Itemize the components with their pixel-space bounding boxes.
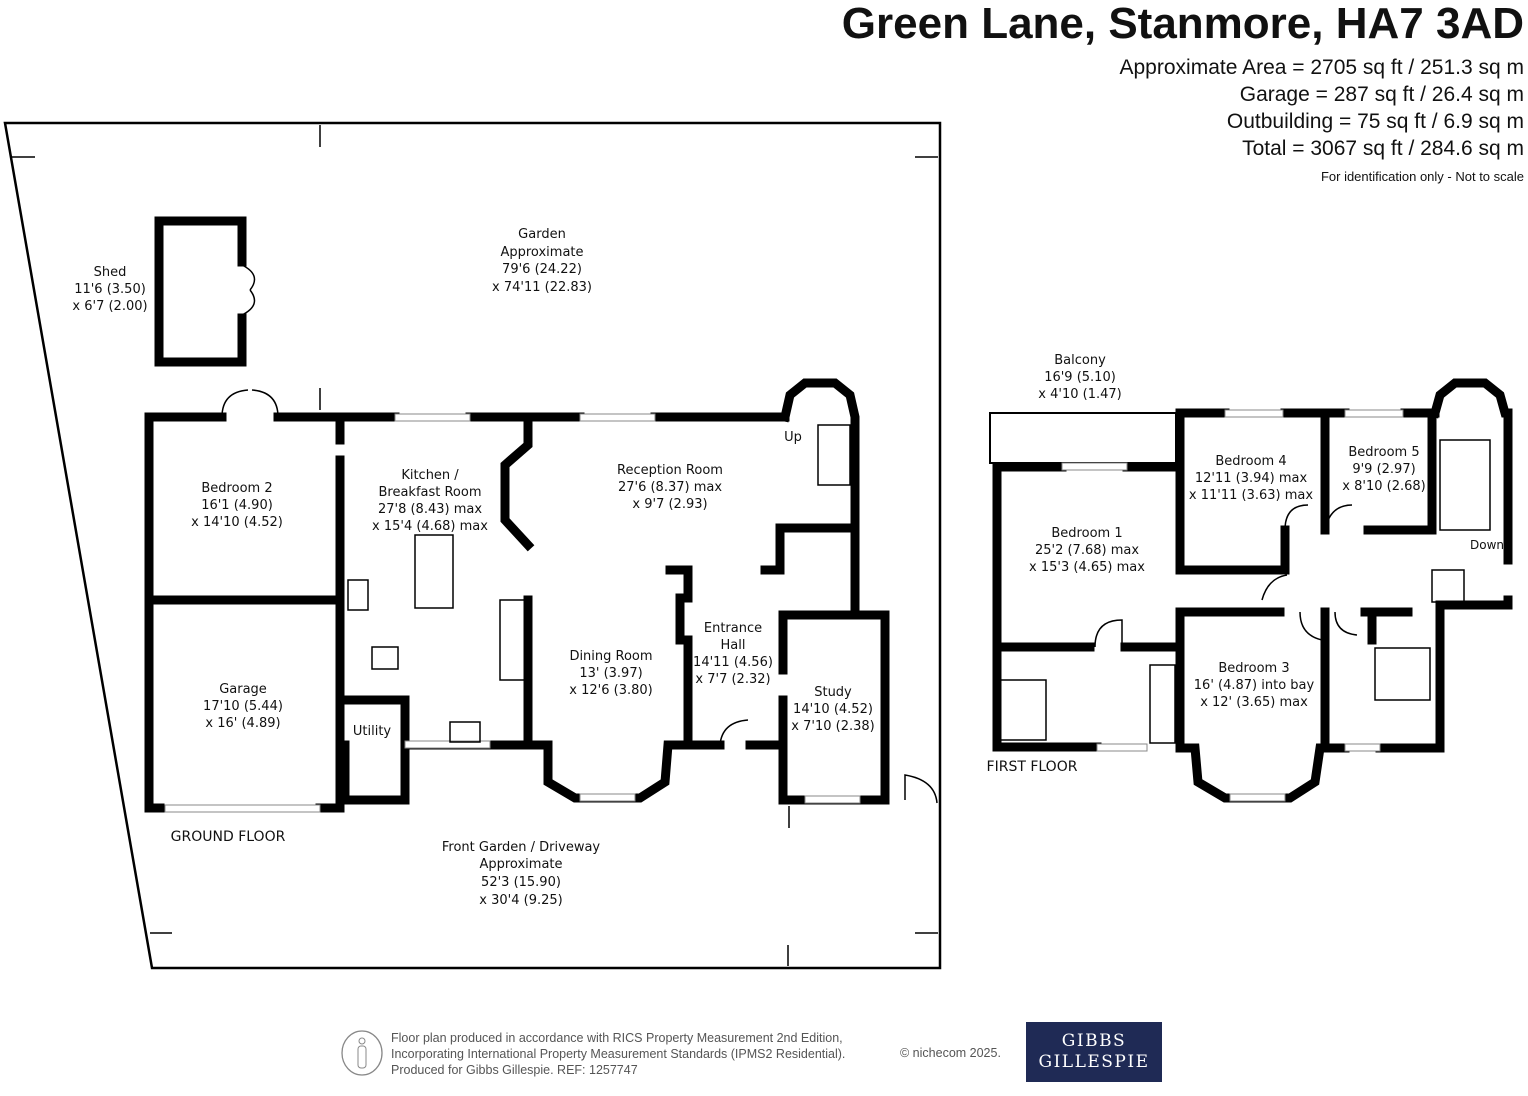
svg-text:9'9 (2.97): 9'9 (2.97) (1352, 462, 1415, 477)
svg-text:13' (3.97): 13' (3.97) (579, 666, 642, 681)
svg-text:11'6 (3.50): 11'6 (3.50) (74, 282, 146, 297)
svg-text:Garden: Garden (518, 227, 566, 242)
svg-text:Garage: Garage (219, 682, 267, 697)
svg-text:Bedroom 4: Bedroom 4 (1215, 454, 1286, 469)
svg-text:x 6'7 (2.00): x 6'7 (2.00) (72, 299, 147, 314)
svg-text:Hall: Hall (721, 638, 746, 653)
label-utility: Utility (353, 724, 392, 739)
copyright: © nichecom 2025. (900, 1046, 1001, 1060)
label-bedroom-2: Bedroom 2 16'1 (4.90) x 14'10 (4.52) (191, 481, 283, 530)
svg-text:Bedroom 2: Bedroom 2 (201, 481, 272, 496)
svg-text:x 11'11 (3.63) max: x 11'11 (3.63) max (1189, 488, 1313, 503)
svg-text:16'9 (5.10): 16'9 (5.10) (1044, 370, 1116, 385)
logo-line-1: GIBBS (1061, 1031, 1127, 1051)
svg-text:x 30'4 (9.25): x 30'4 (9.25) (479, 893, 562, 908)
dimension-arrows (12, 125, 938, 966)
gibbs-gillespie-logo: GIBBS GILLESPIE (1026, 1022, 1162, 1082)
first-floor-label: FIRST FLOOR (987, 759, 1078, 775)
svg-text:14'11 (4.56): 14'11 (4.56) (693, 655, 773, 670)
svg-text:27'6 (8.37) max: 27'6 (8.37) max (618, 480, 722, 495)
svg-text:x 12' (3.65) max: x 12' (3.65) max (1200, 695, 1308, 710)
label-study: Study 14'10 (4.52) x 7'10 (2.38) (791, 685, 874, 734)
person-scale-icon (341, 1030, 383, 1076)
first-floor-walls (989, 378, 1513, 803)
garage-area: Garage = 287 sq ft / 26.4 sq m (1239, 83, 1524, 106)
svg-text:52'3 (15.90): 52'3 (15.90) (481, 875, 561, 890)
label-garage: Garage 17'10 (5.44) x 16' (4.89) (203, 682, 283, 731)
label-up: Up (784, 430, 802, 445)
svg-text:Kitchen /: Kitchen / (401, 468, 459, 483)
svg-text:Shed: Shed (94, 265, 127, 280)
svg-text:17'10 (5.44): 17'10 (5.44) (203, 699, 283, 714)
label-bedroom-5: Bedroom 5 9'9 (2.97) x 8'10 (2.68) (1342, 445, 1425, 494)
svg-text:Dining Room: Dining Room (569, 649, 652, 664)
svg-text:x 16' (4.89): x 16' (4.89) (205, 716, 280, 731)
svg-text:x 15'4 (4.68) max: x 15'4 (4.68) max (372, 519, 488, 534)
svg-text:x 15'3 (4.65) max: x 15'3 (4.65) max (1029, 560, 1145, 575)
svg-text:Entrance: Entrance (704, 621, 762, 636)
svg-text:x 9'7 (2.93): x 9'7 (2.93) (632, 497, 707, 512)
label-balcony: Balcony 16'9 (5.10) x 4'10 (1.47) (1038, 353, 1121, 402)
svg-text:Study: Study (814, 685, 852, 700)
svg-text:x 8'10 (2.68): x 8'10 (2.68) (1342, 479, 1425, 494)
label-bedroom-3: Bedroom 3 16' (4.87) into bay x 12' (3.65)… (1194, 661, 1315, 710)
footer-line-3: Produced for Gibbs Gillespie. REF: 12577… (391, 1063, 638, 1077)
svg-text:x 14'10 (4.52): x 14'10 (4.52) (191, 515, 283, 530)
svg-text:Balcony: Balcony (1054, 353, 1106, 368)
svg-text:Approximate: Approximate (479, 857, 562, 872)
label-kitchen: Kitchen / Breakfast Room 27'8 (8.43) max x… (372, 468, 488, 534)
svg-text:Reception Room: Reception Room (617, 463, 723, 478)
svg-text:Bedroom 3: Bedroom 3 (1218, 661, 1289, 676)
svg-text:Approximate: Approximate (500, 245, 583, 260)
svg-text:x 7'7 (2.32): x 7'7 (2.32) (695, 672, 770, 687)
svg-text:x 12'6 (3.80): x 12'6 (3.80) (569, 683, 652, 698)
label-bedroom-4: Bedroom 4 12'11 (3.94) max x 11'11 (3.63) … (1189, 454, 1313, 503)
outbuilding-area: Outbuilding = 75 sq ft / 6.9 sq m (1226, 110, 1524, 133)
ground-floor-walls (144, 378, 938, 813)
shed (154, 216, 256, 367)
total-area: Total = 3067 sq ft / 284.6 sq m (1242, 137, 1524, 160)
svg-text:x 7'10 (2.38): x 7'10 (2.38) (791, 719, 874, 734)
label-shed: Shed 11'6 (3.50) x 6'7 (2.00) (72, 265, 147, 314)
svg-text:14'10 (4.52): 14'10 (4.52) (793, 702, 873, 717)
svg-text:16' (4.87) into bay: 16' (4.87) into bay (1194, 678, 1315, 693)
label-reception: Reception Room 27'6 (8.37) max x 9'7 (2.93… (617, 463, 723, 512)
footer-line-1: Floor plan produced in accordance with R… (391, 1031, 843, 1045)
ground-floor-label: GROUND FLOOR (171, 829, 286, 845)
not-to-scale-note: For identification only - Not to scale (1320, 169, 1524, 184)
label-bedroom-1: Bedroom 1 25'2 (7.68) max x 15'3 (4.65) ma… (1029, 526, 1145, 575)
site-boundary (3, 121, 942, 970)
svg-text:x 74'11 (22.83): x 74'11 (22.83) (492, 280, 592, 295)
svg-text:12'11 (3.94) max: 12'11 (3.94) max (1195, 471, 1308, 486)
svg-text:Bedroom 1: Bedroom 1 (1051, 526, 1122, 541)
logo-line-2: GILLESPIE (1038, 1052, 1150, 1072)
footer-line-2: Incorporating International Property Mea… (391, 1047, 846, 1061)
label-dining: Dining Room 13' (3.97) x 12'6 (3.80) (569, 649, 652, 698)
svg-text:16'1 (4.90): 16'1 (4.90) (201, 498, 273, 513)
svg-text:Bedroom 5: Bedroom 5 (1348, 445, 1419, 460)
label-down: Down (1470, 538, 1504, 552)
svg-text:79'6 (24.22): 79'6 (24.22) (502, 262, 582, 277)
area-summary: Approximate Area = 2705 sq ft / 251.3 sq… (1120, 54, 1525, 162)
svg-text:x 4'10 (1.47): x 4'10 (1.47) (1038, 387, 1121, 402)
svg-text:Breakfast Room: Breakfast Room (378, 485, 481, 500)
svg-text:Front Garden / Driveway: Front Garden / Driveway (442, 840, 601, 855)
approx-area: Approximate Area = 2705 sq ft / 251.3 sq… (1119, 56, 1525, 79)
svg-text:25'2 (7.68) max: 25'2 (7.68) max (1035, 543, 1139, 558)
svg-text:27'8 (8.43) max: 27'8 (8.43) max (378, 502, 482, 517)
property-title: Green Lane, Stanmore, HA7 3AD (841, 0, 1524, 48)
